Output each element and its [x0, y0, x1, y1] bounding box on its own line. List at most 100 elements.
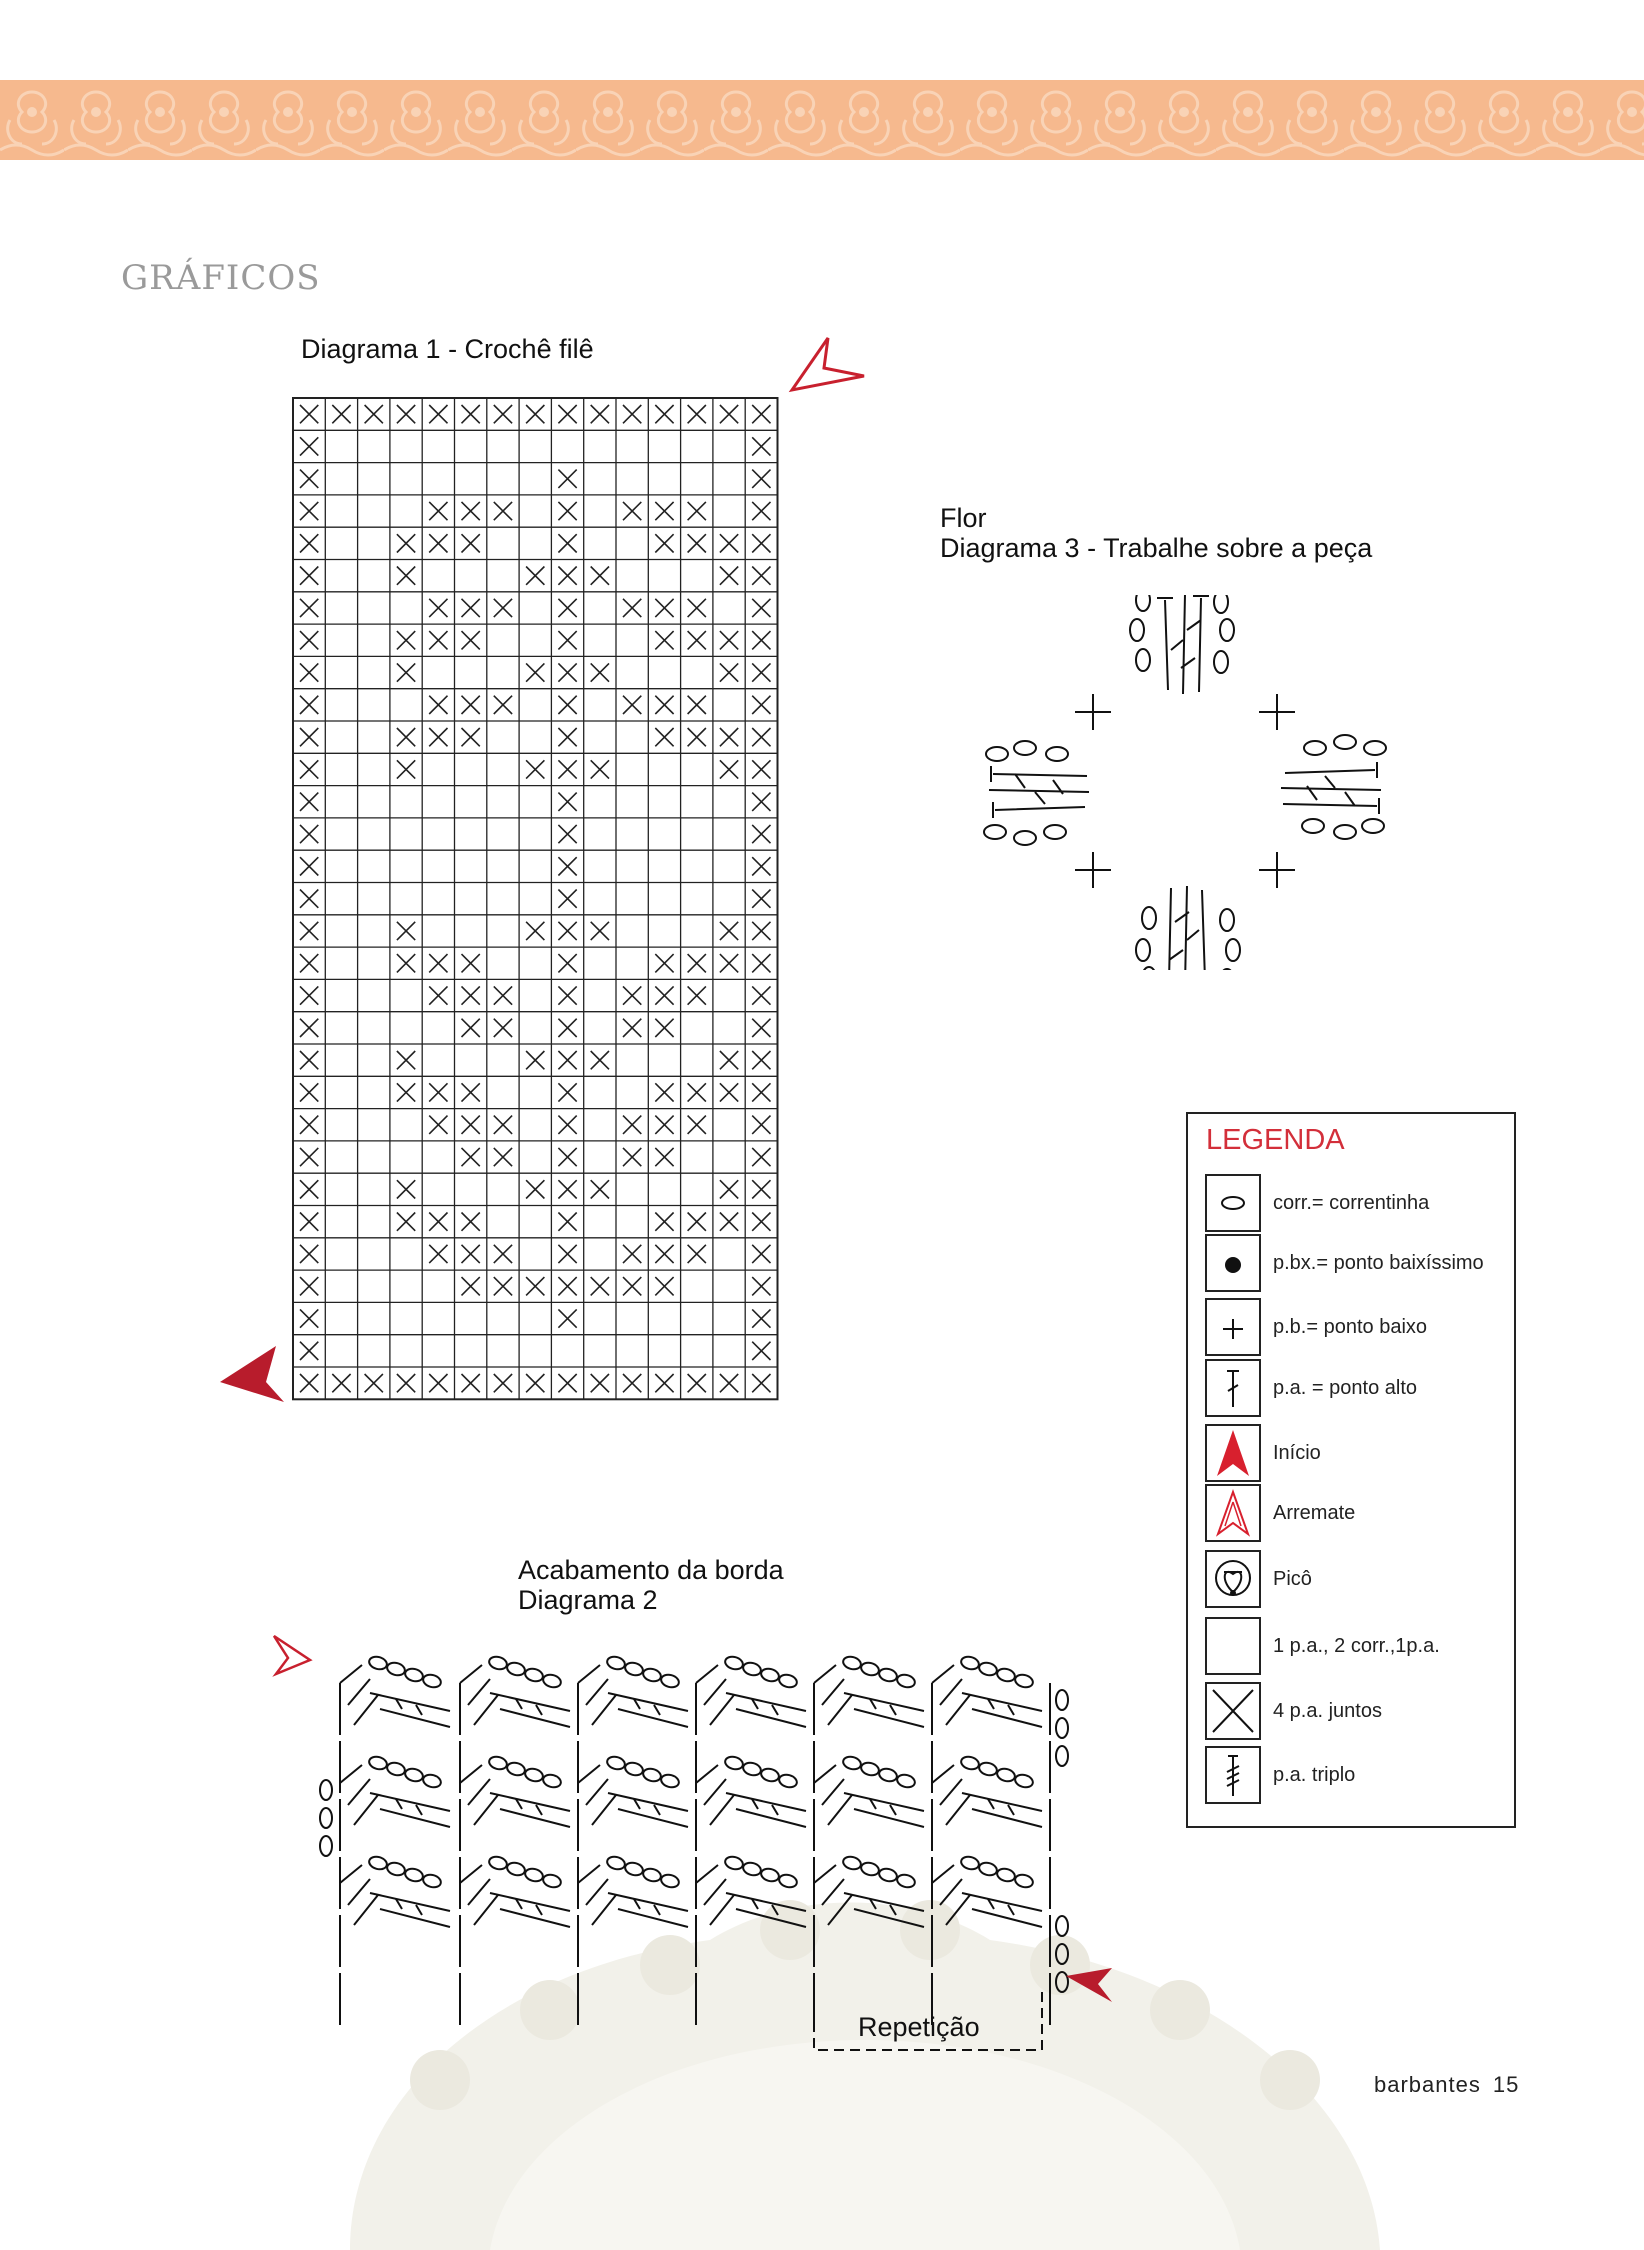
legend-item: 4 p.a. juntos [1205, 1682, 1505, 1744]
chain-oval-icon [320, 1836, 332, 1856]
border-fan-motif [696, 1755, 806, 1827]
plus-cross-icon [1075, 694, 1111, 730]
diagram2-caption-line2: Diagrama 2 [518, 1585, 658, 1616]
diagram3-caption-line1: Flor [940, 503, 987, 534]
chain-oval-icon [1136, 939, 1150, 961]
x-square-icon [1205, 1682, 1261, 1740]
chain-oval-icon [524, 1667, 544, 1683]
diagram1-caption: Diagrama 1 - Crochê filê [301, 334, 594, 365]
chain-oval-icon [404, 1667, 424, 1683]
chain-oval-icon [1056, 1690, 1068, 1710]
chain-oval-icon [1046, 747, 1068, 761]
chain-oval-icon [724, 1855, 744, 1871]
chain-oval-icon [760, 1667, 780, 1683]
chain-oval-icon [1302, 819, 1324, 833]
chain-oval-icon [606, 1855, 626, 1871]
border-fan-motif [696, 1655, 806, 1727]
chain-oval-icon [742, 1661, 762, 1677]
chain-oval-icon [1014, 1873, 1034, 1889]
chain-oval-icon [978, 1661, 998, 1677]
decorative-top-banner [0, 80, 1644, 160]
chain-oval-icon [1056, 1746, 1068, 1766]
chain-oval-icon [860, 1661, 880, 1677]
chain-oval-icon [320, 1808, 332, 1828]
chain-oval-icon [778, 1673, 798, 1689]
border-fan-motif [578, 1855, 688, 1927]
border-fan-motif [932, 1755, 1042, 1827]
chain-oval-icon [860, 1761, 880, 1777]
chain-oval-icon [842, 1855, 862, 1871]
picot-icon [1205, 1550, 1261, 1608]
double-crochet-icon [1205, 1359, 1261, 1417]
chain-oval-icon [422, 1773, 442, 1789]
diagram2-border-chart [260, 1630, 1120, 2060]
chain-oval-icon [386, 1761, 406, 1777]
chain-oval-icon [1334, 825, 1356, 839]
chain-oval-icon [1205, 1174, 1261, 1232]
legend-item: Picô [1205, 1550, 1505, 1612]
chain-oval-icon [422, 1873, 442, 1889]
chain-oval-icon [860, 1861, 880, 1877]
chain-oval-icon [660, 1673, 680, 1689]
chain-oval-icon [742, 1761, 762, 1777]
border-fan-motif [578, 1655, 688, 1727]
border-fan-motif [460, 1755, 570, 1827]
legend-label: p.a. = ponto alto [1273, 1377, 1417, 1400]
legend-panel: LEGENDA corr.= correntinha p.bx.= ponto … [1186, 1112, 1516, 1828]
chain-oval-icon [1014, 741, 1036, 755]
border-fan-motif [932, 1655, 1042, 1727]
start-arrow-icon [1066, 1968, 1112, 2002]
chain-oval-icon [778, 1873, 798, 1889]
border-fan-motif [696, 1855, 806, 1927]
chain-oval-icon [760, 1767, 780, 1783]
finish-arrow-icon [1205, 1484, 1261, 1542]
chain-oval-icon [422, 1673, 442, 1689]
chain-oval-icon [1226, 939, 1240, 961]
chain-oval-icon [368, 1755, 388, 1771]
chain-oval-icon [1056, 1972, 1068, 1992]
chain-oval-icon [506, 1761, 526, 1777]
legend-label: Arremate [1273, 1502, 1355, 1525]
chain-oval-icon [1214, 595, 1228, 613]
chain-oval-icon [320, 1780, 332, 1800]
chain-oval-icon [984, 825, 1006, 839]
chain-oval-icon [488, 1755, 508, 1771]
chain-oval-icon [642, 1867, 662, 1883]
chain-oval-icon [896, 1673, 916, 1689]
chain-oval-icon [1014, 1673, 1034, 1689]
chain-oval-icon [404, 1867, 424, 1883]
empty-square-icon [1205, 1617, 1261, 1675]
chain-oval-icon [960, 1755, 980, 1771]
chain-oval-icon [642, 1767, 662, 1783]
border-fan-motif [340, 1855, 450, 1927]
legend-item: Arremate [1205, 1484, 1505, 1546]
chain-oval-icon [778, 1773, 798, 1789]
finish-arrow-icon [788, 334, 868, 398]
chain-oval-icon [724, 1655, 744, 1671]
chain-oval-icon [1044, 825, 1066, 839]
flower-petal [984, 741, 1089, 845]
border-fan-motif [340, 1755, 450, 1827]
chain-oval-icon [742, 1861, 762, 1877]
flower-petal [1281, 735, 1386, 839]
filled-dot-icon [1205, 1234, 1261, 1292]
legend-item: p.bx.= ponto baixíssimo [1205, 1234, 1505, 1296]
plus-cross-icon [1205, 1298, 1261, 1356]
chain-oval-icon [1364, 741, 1386, 755]
legend-label: Picô [1273, 1568, 1312, 1591]
legend-label: corr.= correntinha [1273, 1192, 1429, 1215]
chain-oval-icon [1136, 649, 1150, 671]
chain-oval-icon [878, 1767, 898, 1783]
chain-oval-icon [1334, 735, 1356, 749]
chain-oval-icon [978, 1761, 998, 1777]
chain-oval-icon [878, 1867, 898, 1883]
border-fan-motif [340, 1655, 450, 1727]
flower-petal [1130, 595, 1234, 694]
start-arrow-icon [216, 1344, 288, 1408]
border-fan-motif [814, 1855, 924, 1927]
chain-oval-icon [488, 1655, 508, 1671]
chain-oval-icon [996, 1767, 1016, 1783]
legend-item: p.a. triplo [1205, 1746, 1505, 1808]
legend-label: p.a. triplo [1273, 1764, 1355, 1787]
